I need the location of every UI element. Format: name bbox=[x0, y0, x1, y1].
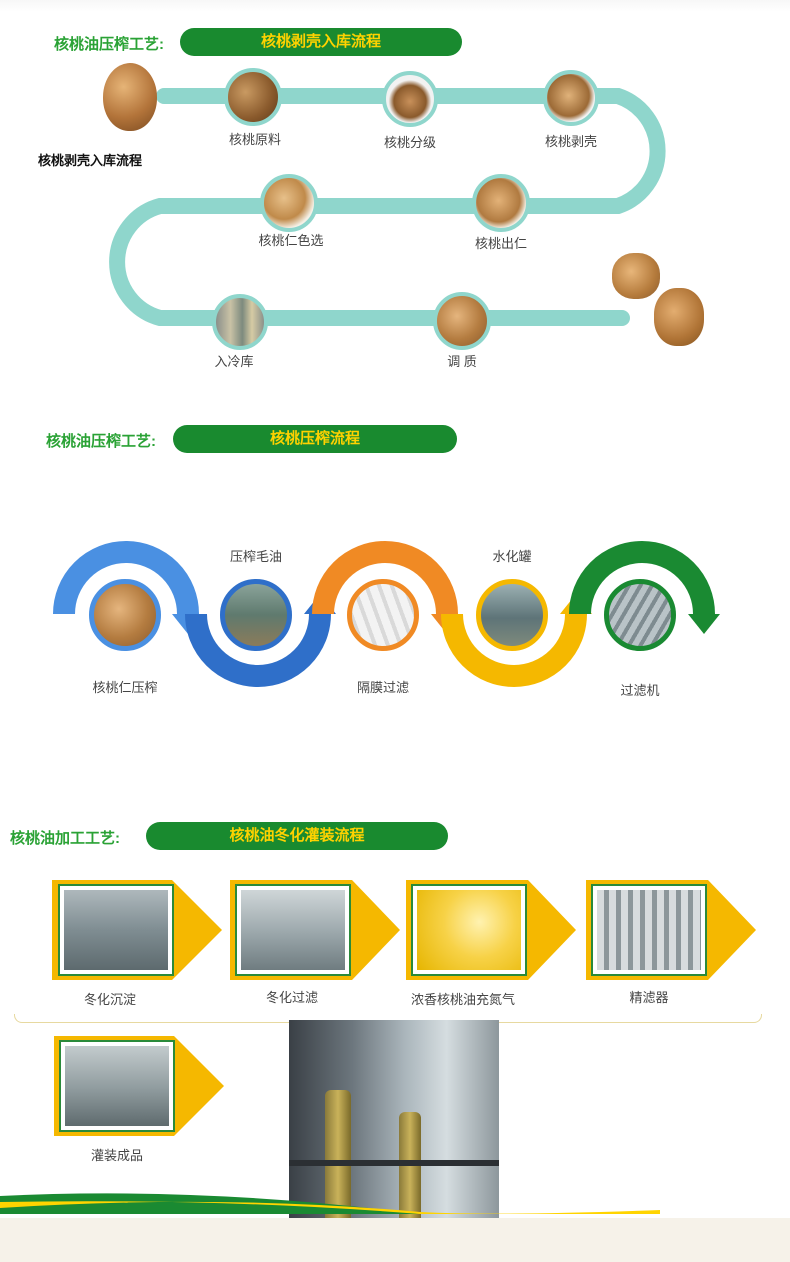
step-nitrogen-image bbox=[411, 884, 527, 976]
step-caption: 核桃仁压榨 bbox=[92, 680, 158, 695]
step-caption: 核桃原料 bbox=[228, 132, 282, 147]
step-color-sort-image bbox=[260, 174, 318, 232]
shelling-path bbox=[109, 88, 666, 326]
section-label: 核桃油压榨工艺: bbox=[54, 36, 164, 53]
section-shelling: 核桃油压榨工艺: 核桃剥壳入库流程 核桃剥壳入库流程 核桃原料 核桃分级 核桃剥… bbox=[0, 0, 790, 400]
step-caption: 核桃分级 bbox=[383, 135, 437, 150]
section-title: 核桃剥壳入库流程 bbox=[180, 28, 462, 56]
walnut-image bbox=[103, 63, 157, 131]
section-pressing: 核桃油压榨工艺: 核桃压榨流程 核桃仁压榨 压榨毛油 隔膜过滤 水化罐 过滤机 bbox=[0, 400, 790, 800]
kernel-image bbox=[612, 253, 660, 299]
step-conditioning-image bbox=[433, 292, 491, 350]
step-caption: 隔膜过滤 bbox=[356, 680, 410, 695]
step-caption: 调 质 bbox=[447, 354, 477, 369]
section-winterizing: 核桃油加工工艺: 核桃油冬化灌装流程 冬化沉淀 冬化过滤 浓香核桃油充氮气 精滤… bbox=[0, 800, 790, 1262]
step-caption: 精滤器 bbox=[629, 990, 669, 1005]
kernel-image bbox=[654, 288, 704, 346]
step-cold-storage-image bbox=[212, 294, 268, 350]
step-caption: 核桃仁色选 bbox=[258, 233, 324, 248]
step-shelling-image bbox=[543, 70, 599, 126]
step-sediment-image bbox=[58, 884, 174, 976]
section-title: 核桃压榨流程 bbox=[173, 425, 457, 453]
step-caption: 核桃出仁 bbox=[474, 236, 528, 251]
bottle-image bbox=[325, 1090, 351, 1218]
footer-wave bbox=[0, 1193, 790, 1262]
step-grading-image bbox=[382, 71, 438, 127]
pressing-flow bbox=[53, 541, 720, 687]
section-title: 核桃油冬化灌装流程 bbox=[146, 822, 448, 850]
step-winter-filter-image bbox=[235, 884, 351, 976]
step-membrane-filter-image bbox=[347, 579, 419, 651]
step-filter-machine-image bbox=[604, 579, 676, 651]
step-crude-oil-image bbox=[220, 579, 292, 651]
section-label: 核桃油压榨工艺: bbox=[46, 433, 156, 450]
step-caption: 核桃剥壳 bbox=[544, 134, 598, 149]
step-caption: 冬化沉淀 bbox=[83, 992, 137, 1007]
step-caption: 压榨毛油 bbox=[229, 549, 283, 564]
step-filling-image bbox=[59, 1040, 175, 1132]
step-caption: 冬化过滤 bbox=[265, 990, 319, 1005]
bottling-line-image bbox=[289, 1020, 499, 1218]
step-caption: 入冷库 bbox=[214, 354, 254, 369]
step-caption: 水化罐 bbox=[492, 549, 532, 564]
step-caption: 过滤机 bbox=[620, 683, 660, 698]
step-caption: 浓香核桃油充氮气 bbox=[410, 992, 516, 1007]
step-hydration-tank-image bbox=[476, 579, 548, 651]
step-kernel-out-image bbox=[472, 174, 530, 232]
side-caption: 核桃剥壳入库流程 bbox=[38, 153, 143, 168]
step-kernel-press-image bbox=[89, 579, 161, 651]
section-label: 核桃油加工工艺: bbox=[10, 830, 120, 847]
rail bbox=[289, 1160, 499, 1166]
step-walnut-raw-image bbox=[224, 68, 282, 126]
step-caption: 灌装成品 bbox=[90, 1148, 144, 1163]
step-fine-filter-image bbox=[591, 884, 707, 976]
